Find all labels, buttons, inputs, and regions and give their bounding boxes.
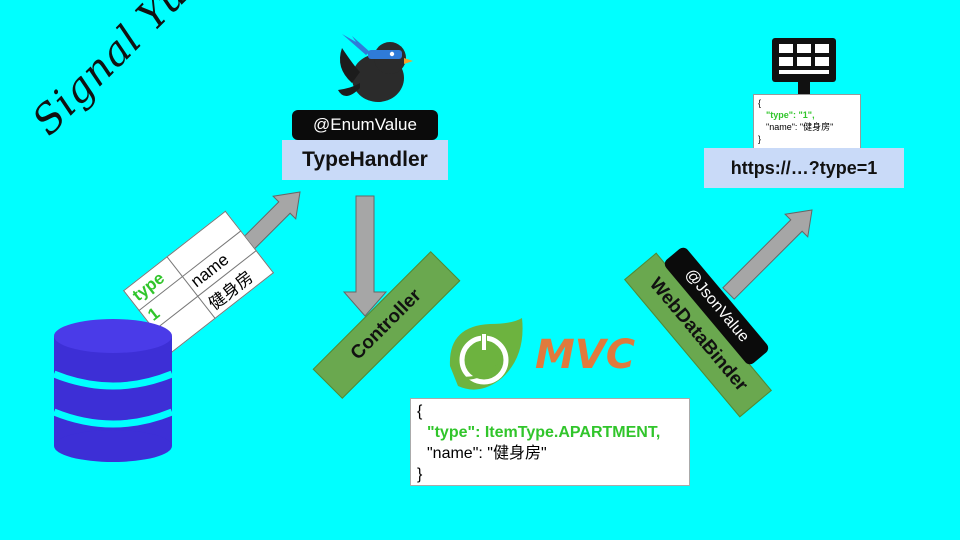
bird-mascot-icon: [338, 34, 413, 102]
request-url-label: https://…?type=1: [704, 148, 904, 188]
mvc-json-box: { "type": ItemType.APARTMENT, "name": "健…: [410, 398, 690, 486]
database-icon: [52, 319, 174, 462]
spring-leaf-icon: [449, 318, 523, 390]
arrow-typehandler-to-controller: [342, 195, 388, 317]
arrow-binder-to-url: [722, 209, 813, 300]
monitor-icon: [772, 38, 836, 100]
json-name-line: "name": "健身房": [766, 122, 834, 132]
client-json-box: { "type": "1", "name": "健身房" }: [753, 94, 861, 152]
json-type-line: "type": "1",: [766, 110, 815, 120]
json-name-line: "name": "健身房": [427, 445, 547, 462]
mvc-label: MVC: [535, 332, 636, 378]
type-handler-label: TypeHandler: [282, 140, 448, 180]
json-open-brace: {: [758, 98, 762, 108]
json-close-brace: }: [417, 466, 423, 483]
json-close-brace: }: [758, 134, 762, 144]
enum-value-badge: @EnumValue: [292, 110, 438, 140]
json-type-line: "type": ItemType.APARTMENT,: [427, 424, 661, 441]
json-open-brace: {: [417, 403, 423, 420]
